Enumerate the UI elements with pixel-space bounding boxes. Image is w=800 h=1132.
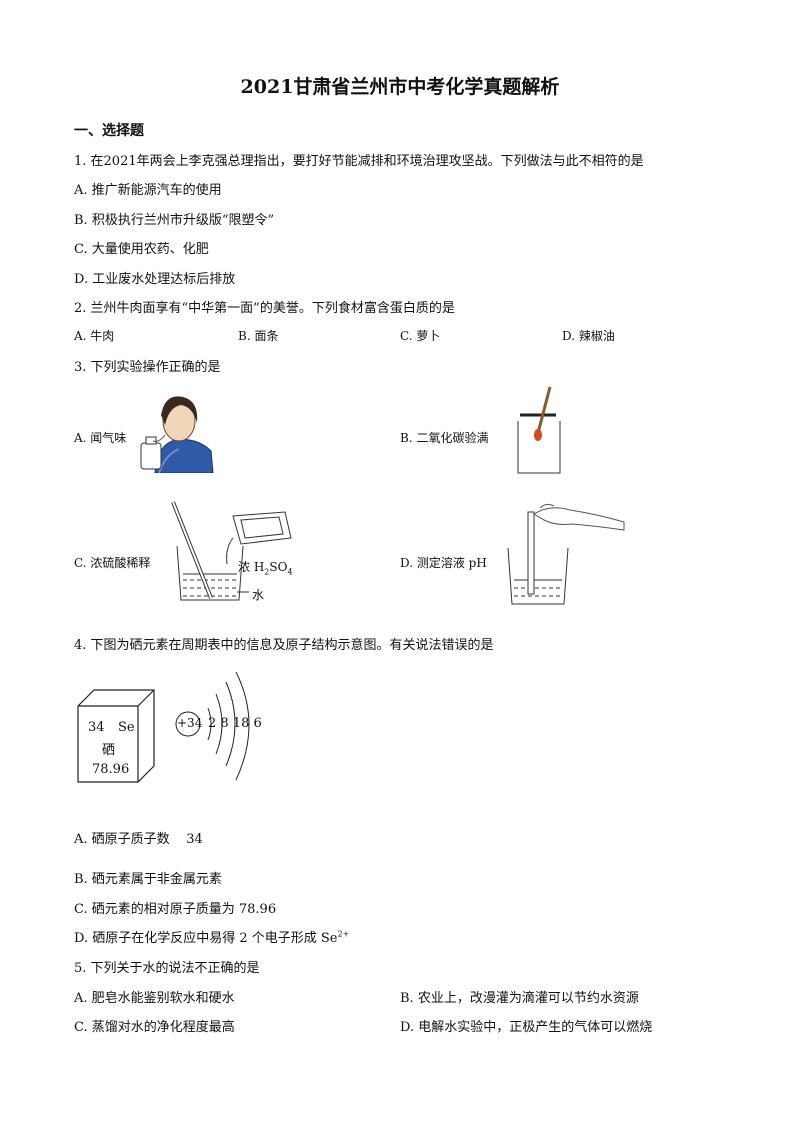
selenium-cell-figure [77,689,155,783]
ph-test-figure [507,503,625,605]
q2-option-b: B. 面条 [238,329,279,343]
q5-option-a: A. 肥皂水能鉴别软水和硬水 [74,991,235,1006]
q5-option-b: B. 农业上，改漫灌为滴灌可以节约水资源 [400,991,639,1006]
q4-d-text: D. 硒原子在化学反应中易得 2 个电子形成 Se [74,931,338,946]
conc-sub-4: 4 [287,567,293,577]
cell-atomic-mass: 78.96 [92,762,130,777]
q4-option-b: B. 硒元素属于非金属元素 [74,872,222,887]
q4-a-text: A. 硒原子质子数 [74,832,170,847]
q1-stem: 1. 在2021年两会上李克强总理指出，要打好节能减排和环境治理攻坚战。下列做法… [74,154,644,169]
atom-structure-figure [175,671,250,781]
cell-symbol: Se [118,720,135,735]
q1-option-b: B. 积极执行兰州市升级版“限塑令” [74,213,275,228]
q4-option-c: C. 硒元素的相对原子质量为 78.96 [74,902,277,917]
cell-element-name: 硒 [102,743,116,758]
q1-option-a: A. 推广新能源汽车的使用 [74,183,222,198]
q5-stem: 5. 下列关于水的说法不正确的是 [74,961,260,976]
electron-shells: 2 8 18 6 [208,716,262,731]
page-title: 2021甘肃省兰州市中考化学真题解析 [240,76,560,98]
q2-option-d: D. 辣椒油 [562,329,615,343]
q2-option-a: A. 牛肉 [74,329,115,343]
q4-option-d: D. 硒原子在化学反应中易得 2 个电子形成 Se2+ [74,927,349,946]
q4-option-a: A. 硒原子质子数 34 [74,828,203,847]
q3-option-b: B. 二氧化碳验满 [400,431,489,445]
cell-atomic-number: 34 [88,720,105,735]
smell-gas-figure [140,396,214,473]
q3-option-a: A. 闻气味 [74,431,127,445]
conc-label-text: 浓 H [238,560,265,574]
co2-test-figure [517,386,561,474]
q3-stem: 3. 下列实验操作正确的是 [74,360,221,375]
q5-option-c: C. 蒸馏对水的净化程度最高 [74,1020,235,1035]
q4-a-value: 34 [186,832,203,847]
q5-option-d: D. 电解水实验中，正极产生的气体可以燃烧 [400,1020,653,1035]
q4-stem: 4. 下图为硒元素在周期表中的信息及原子结构示意图。有关说法错误的是 [74,638,494,653]
q2-stem: 2. 兰州牛肉面享有“中华第一面”的美誉。下列食材富含蛋白质的是 [74,301,455,316]
conc-h2so4-label: 浓 H2SO4 [238,558,293,576]
q3-option-c: C. 浓硫酸稀释 [74,556,151,570]
q2-option-c: C. 萝卜 [400,329,441,343]
conc-sub-2: 2 [264,567,270,577]
q1-option-d: D. 工业废水处理达标后排放 [74,272,236,287]
nucleus-charge: +34 [177,716,203,730]
q4-d-superscript: 2+ [337,929,350,939]
dilute-acid-figure [171,501,292,601]
conc-so-text: SO [269,560,288,574]
water-label: 水 [252,588,265,602]
section-heading: 一、选择题 [74,123,144,139]
q3-option-d: D. 测定溶液 pH [400,556,487,570]
q1-option-c: C. 大量使用农药、化肥 [74,242,209,257]
